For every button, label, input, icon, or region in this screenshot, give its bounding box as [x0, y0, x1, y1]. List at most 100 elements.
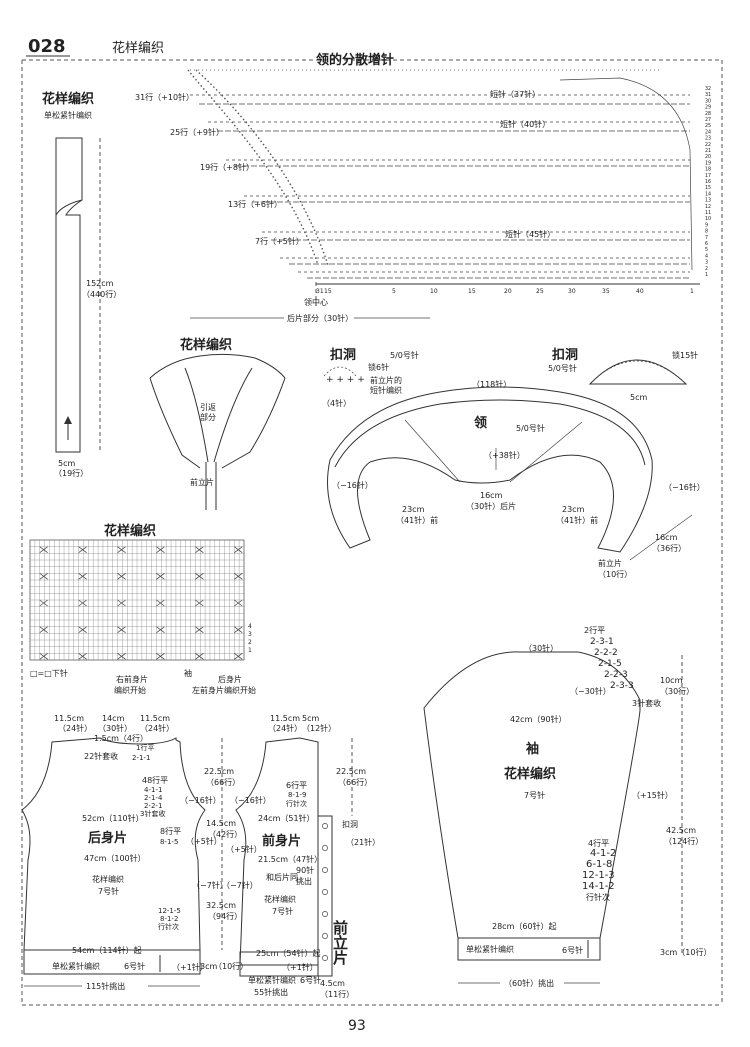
collar-chart: 领的分散增针 31行（+10针） 25行（+9针） 19行（+8针） 13行（+… [135, 52, 711, 324]
buttonhole-b-chain: 锁15针 [672, 350, 698, 360]
cardigan-sketch: 花样编织 引返 部分 前立片 [149, 337, 286, 510]
right-row-number: 8 [705, 229, 708, 235]
front-needle: 7号针 [272, 906, 293, 916]
button-mark [322, 933, 328, 939]
sleeve-bottom-bg [500, 977, 564, 988]
collar-back-sts: （30针）后片 [466, 501, 516, 511]
header-title: 花样编织 [112, 40, 164, 56]
grid-row-2: 2 [248, 639, 252, 646]
cardigan-lapel-left [184, 367, 209, 463]
cross-stitch-mark [78, 599, 87, 607]
back-piece-diagram: 11.5cm （24针） 14cm （30针） 11.5cm （24针） 1.5… [21, 714, 228, 991]
front-buttonhole: 扣洞 [342, 819, 358, 829]
buttonhole-b-needle: 5/0号针 [548, 363, 577, 373]
front-pickup-b: 挑出 [296, 876, 312, 886]
bottom-stitch-number: 35 [602, 288, 610, 295]
right-row-number: 28 [705, 111, 711, 117]
strip-arrowhead [64, 416, 72, 424]
sleeve-cap-f: 2-3-3 [610, 681, 634, 691]
back-hem: 54cm（114针）起 [72, 945, 142, 955]
right-row-numbers: 3231302928272524232221201918171615141312… [705, 86, 711, 278]
button-mark [322, 867, 328, 873]
label-sleeve: 袖 [184, 668, 192, 678]
short-label-45: 短针（45针） [505, 229, 555, 239]
cross-stitch-mark [78, 653, 87, 660]
cross-stitch-mark [156, 626, 165, 633]
strip-width-rows: （19行） [54, 468, 88, 478]
right-row-number: 15 [705, 185, 711, 191]
sleeve-inc: （+15针） [632, 790, 673, 800]
front-piece-diagram: 11.5cm （24针） 5cm （12针） 22.5cm （66行） 22.5… [200, 714, 380, 999]
right-row-number: 31 [705, 92, 711, 98]
back-armhole-d: 2-2-1 [144, 802, 162, 810]
bottom-stitch-number: 1 [690, 288, 694, 295]
sleeve-cap-c: 2-2-2 [594, 648, 618, 658]
collar-side-cm-right: 23cm [562, 505, 585, 514]
back-needle: 7号针 [98, 886, 119, 896]
sleeve-rib-h: 3cm（10行） [660, 947, 711, 957]
front-band-w: 4.5cm [320, 979, 345, 988]
back-shoulder-right: 11.5cm [140, 714, 170, 723]
back-neck-rows-2: 2-1-1 [132, 754, 150, 762]
front-pattern: 花样编织 [264, 894, 296, 904]
sleeve-cap-cast: 3针套收 [632, 698, 661, 708]
back-rib: 单松紧针编织 [52, 961, 100, 971]
diagonal-b [195, 69, 329, 266]
buttonhole-b-width: 5cm [630, 393, 647, 402]
collar-dec-right: （−16针） [664, 482, 705, 492]
front-armhole-h: 22.5cm [204, 767, 234, 776]
front-note: 和后片同 [266, 872, 298, 882]
buttonhole-a-note-1: 前立片的 [370, 375, 402, 385]
chart-right-edge [559, 77, 693, 271]
cross-stitch-mark [39, 599, 48, 607]
sleeve-cuff-cast: 28cm（60针）起 [492, 921, 557, 931]
cross-stitch-mark [117, 546, 126, 553]
grid-row-4: 4 [248, 623, 252, 630]
buttonhole-a-note-2: 短针编织 [370, 385, 402, 395]
right-row-number: 4 [705, 253, 708, 259]
cross-stitch-mark [234, 573, 243, 580]
cardigan-mid-1: 引返 [200, 403, 216, 412]
front-armhole-h2: 22.5cm [336, 767, 366, 776]
buttonhole-a-chain: 锁6针 [368, 362, 389, 372]
right-row-number: 25 [705, 123, 711, 129]
label-left-front-start: 左前身片编织开始 [192, 685, 256, 695]
front-shoulder-sts: （24针） [268, 723, 302, 733]
front-rib-band [239, 951, 319, 977]
strip-width: 5cm [58, 459, 75, 468]
buttonhole-b: 扣洞 5/0号针 锁15针 5cm [548, 347, 698, 402]
label-back: 后身片 [218, 674, 242, 684]
row-label-25: 25行（+9针） [170, 127, 224, 137]
collar-front-label: 前立片 [598, 558, 622, 568]
bottom-stitch-number: 15 [324, 288, 332, 295]
cross-stitch-mark [78, 626, 87, 633]
buttonhole-a: 扣洞 5/0号针 + + + + 锁6针 前立片的 短针编织 （4针） [322, 347, 419, 408]
right-row-number: 24 [705, 129, 711, 135]
right-row-number: 2 [705, 266, 708, 272]
button-mark [322, 845, 328, 851]
back-chest: 52cm（110针） [82, 813, 144, 823]
right-row-number: 3 [705, 260, 708, 266]
cardigan-collar-top [149, 353, 286, 379]
front-piece-outline [235, 737, 319, 966]
collar-back-cm: 16cm [480, 491, 503, 500]
row-label-31: 31行（+10针） [135, 92, 194, 102]
collar-split-left [404, 419, 461, 483]
back-shoulder-left-sts: （24针） [58, 723, 92, 733]
strip-shape [55, 137, 83, 453]
right-row-number: 10 [705, 216, 711, 222]
cross-stitch-mark [117, 599, 126, 607]
bottom-stitch-number: 15 [468, 288, 476, 295]
sleeve-bottom: （60针）挑出 [504, 978, 554, 988]
front-neck-sts: （12针） [302, 723, 336, 733]
cross-stitch-mark [234, 599, 243, 607]
cross-stitch-mark [195, 546, 204, 553]
sleeve-needle: 7号针 [524, 790, 545, 800]
sleeve-top: （30针） [524, 643, 558, 653]
right-row-number: 23 [705, 136, 711, 142]
right-row-number: 27 [705, 117, 711, 123]
row-label-7: 7行（+5针） [255, 236, 304, 246]
right-row-number: 7 [705, 235, 708, 241]
